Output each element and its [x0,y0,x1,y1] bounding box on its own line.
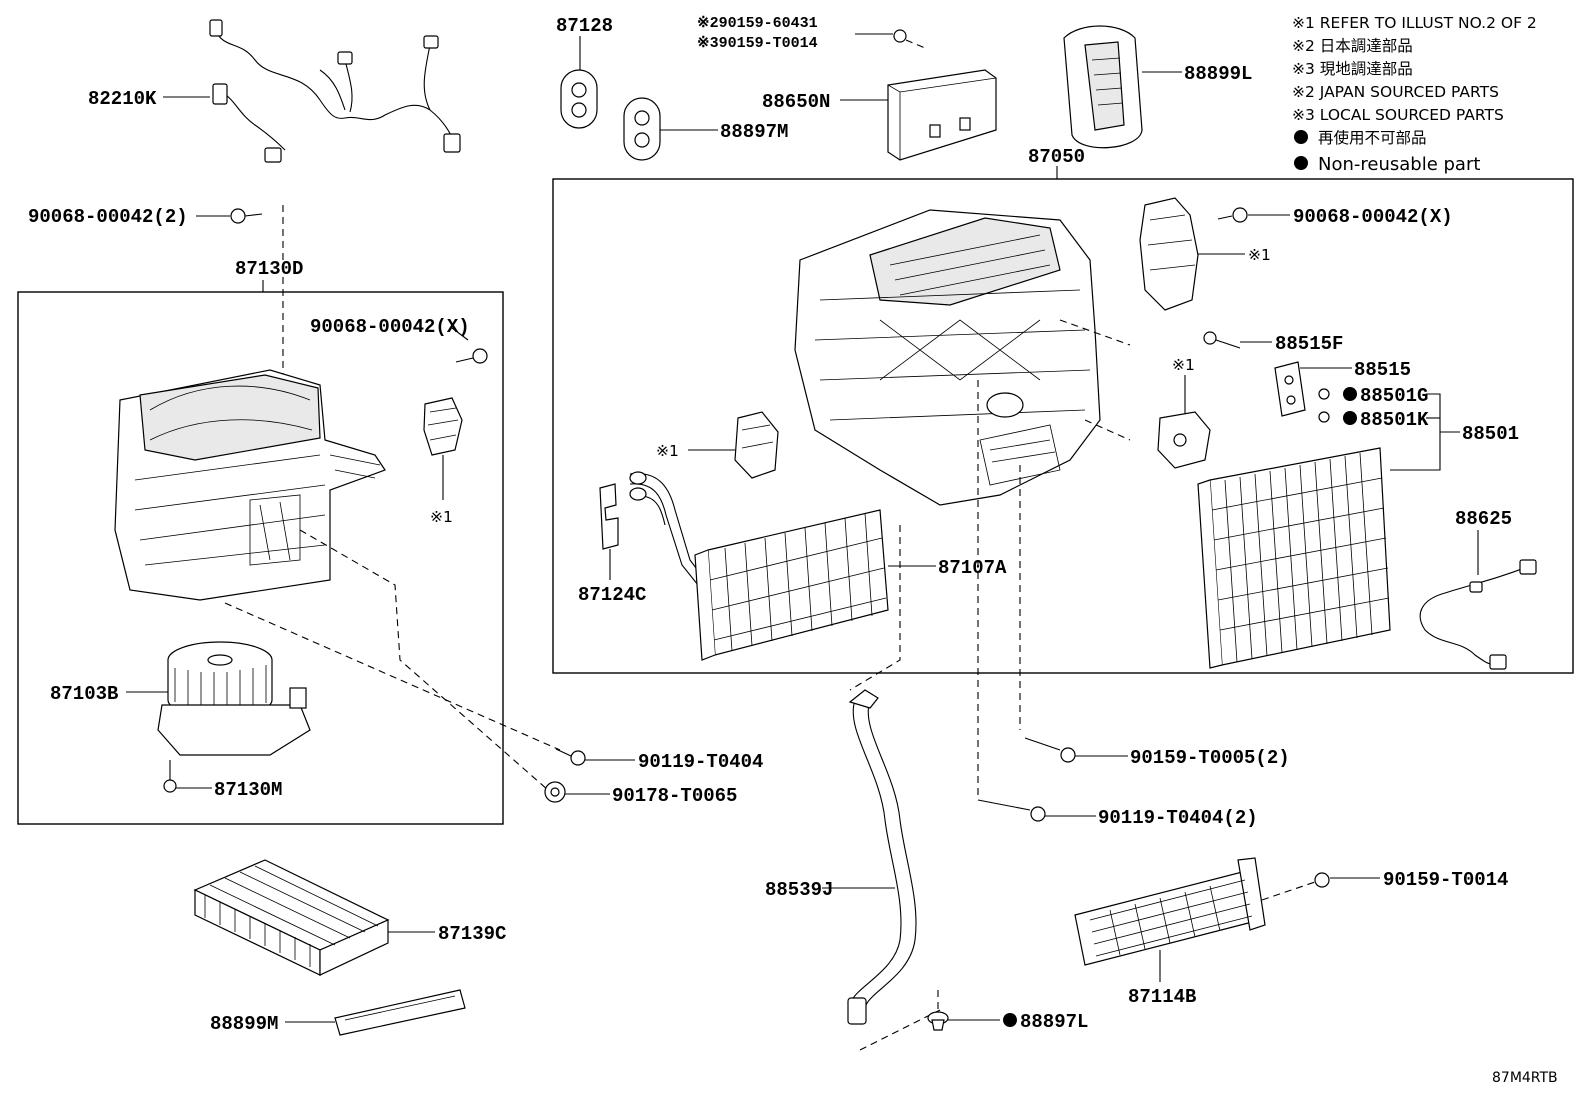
label-88501K: 88501K [1360,409,1429,431]
label-88897L: 88897L [1020,1011,1088,1033]
non-reusable-dot-icon [1343,411,1357,425]
non-reusable-dot-icon [1294,130,1308,144]
actuator-ref1-unit-left [734,411,779,479]
label-88501G: 88501G [1360,385,1428,407]
label-88899L: 88899L [1184,63,1252,85]
note-local-sourced: ※3 LOCAL SOURCED PARTS [1292,106,1504,124]
ref-mark-left: ※1 [430,508,453,526]
expansion-valve-88515 [1274,361,1306,417]
label-88625: 88625 [1455,508,1512,530]
label-88897M: 88897M [720,121,788,143]
label-90159-T0005-2: 90159-T0005(2) [1130,747,1290,769]
label-90068-00042-X-right: 90068-00042(X) [1293,206,1453,228]
actuator-ref1-left [423,397,463,456]
label-88515: 88515 [1354,359,1411,381]
screw-small-icon [893,29,926,49]
drain-hose-88539J [847,689,917,1025]
screw-icon [1217,207,1248,223]
assembly-frame-87130D [17,291,504,825]
evaporator-88501 [1197,447,1391,669]
grommet-88897M [623,97,661,161]
cover-88899M [334,989,466,1036]
filter-87139C [193,859,390,976]
label-90159-T0014: 90159-T0014 [1383,869,1508,891]
blower-motor-87103B [157,641,311,756]
label-87050: 87050 [1028,146,1085,168]
amplifier-88650N [887,69,997,161]
label-87103B: 87103B [50,683,118,705]
bolt-88515F [1203,331,1241,349]
label-90119-T0404: 90119-T0404 [638,751,763,773]
label-90068-00042-2: 90068-00042(2) [28,206,188,228]
label-290159-60431: ※290159-60431 [697,15,818,32]
cover-88899L [1063,25,1143,149]
screw-icon [977,799,1046,822]
note-non-reusable-jp: 再使用不可部品 [1318,129,1427,147]
screw-icon [163,760,177,793]
sensor-88625 [1419,559,1537,670]
screw-icon [230,208,263,224]
note-japan-sourced: ※2 JAPAN SOURCED PARTS [1292,83,1499,101]
note-refer-illust: ※1 REFER TO ILLUST NO.2 OF 2 [1292,14,1537,32]
label-88515F: 88515F [1275,333,1343,355]
clip-87124C [599,483,619,550]
label-88899M: 88899M [210,1013,278,1035]
wire-harness-82210K [209,19,461,163]
screw-icon [1261,872,1330,901]
note-japan-jp: ※2 日本調達部品 [1292,37,1413,55]
label-87128: 87128 [556,15,613,37]
actuator-ref1-middle [1157,411,1211,469]
label-87130M: 87130M [214,779,282,801]
non-reusable-dot-icon [1003,1013,1017,1027]
legend: ※1 REFER TO ILLUST NO.2 OF 2 ※2 日本調達部品 ※… [1292,14,1537,175]
label-88650N: 88650N [762,91,830,113]
heater-87114B [1074,857,1266,966]
hvac-case-87050 [794,209,1101,506]
label-87107A: 87107A [938,557,1007,579]
assembly-frame-87050 [552,178,1574,674]
label-90068-00042-X-left: 90068-00042(X) [310,316,470,338]
diagram-code: 87M4RTB [1492,1070,1558,1086]
label-390159-T0014: ※390159-T0014 [697,35,818,52]
blower-housing [114,369,386,601]
note-local-jp: ※3 現地調達部品 [1292,60,1413,78]
grommet-87128 [560,69,598,129]
label-87114B: 87114B [1128,986,1196,1008]
label-87139C: 87139C [438,923,506,945]
ref-mark-middle: ※1 [1172,356,1195,374]
plug-88897L [927,1011,949,1031]
non-reusable-dot-icon [1294,156,1308,170]
actuator-ref1-upper [1139,197,1199,311]
label-88539J: 88539J [765,879,833,901]
ref-mark-upper: ※1 [1248,246,1271,264]
label-82210K: 82210K [88,88,157,110]
nut-icon [544,781,566,803]
non-reusable-dot-icon [1343,387,1357,401]
label-90178-T0065: 90178-T0065 [612,785,737,807]
screw-icon [1024,737,1076,763]
screw-icon [455,348,488,364]
screw-icon [555,748,586,766]
label-87124C: 87124C [578,584,646,606]
heater-core-87107A [629,471,889,661]
label-90119-T0404-2: 90119-T0404(2) [1098,807,1258,829]
label-87130D: 87130D [235,258,303,280]
ref-mark-unit-left: ※1 [656,442,679,460]
label-88501: 88501 [1462,423,1519,445]
note-non-reusable-en: Non-reusable part [1318,154,1480,175]
